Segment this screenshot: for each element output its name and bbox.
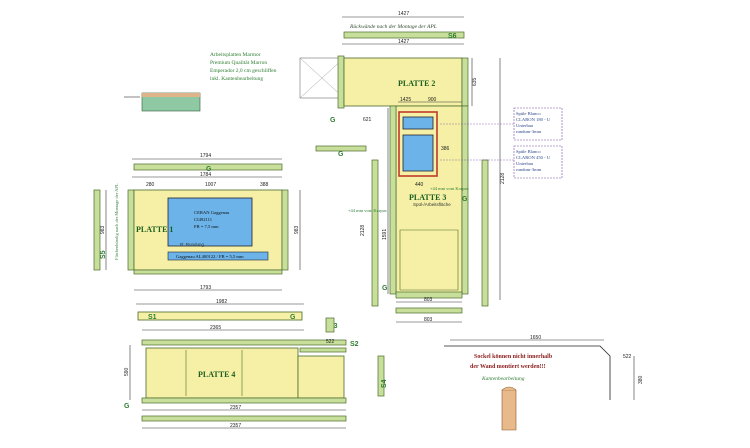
korpus-note-left: +44 mm vom Korpus [348, 208, 387, 213]
dim-1007: 1007 [205, 182, 216, 188]
dim-900: 900 [428, 97, 437, 103]
s1-label: S1 [148, 314, 157, 321]
sink-note-1-line-2: CLARON 180 - U [516, 117, 551, 122]
s6-label: S6 [448, 33, 457, 40]
dim-522-b: 522 [623, 354, 632, 360]
header-line-4: inkl. Kantenbearbeitung [210, 76, 263, 82]
plate4-extension [297, 355, 345, 399]
g-tag-p3-strip: G [338, 151, 344, 158]
backsplash-s6: 1427 Rückwände nach der Montage der APL … [342, 11, 465, 45]
plate-3: 1425 900 386 440 PLATTE 3 Spül-/Arbeitsf… [315, 58, 506, 323]
edge-profile-sample [124, 92, 201, 112]
sink-small [402, 116, 434, 130]
dim-1793: 1793 [200, 285, 211, 291]
sink-note-1-line-3: Unterbau [516, 123, 534, 128]
cooktop-line-1: CERAN Gaggenau [194, 210, 230, 215]
dim-1591: 1591 [382, 229, 388, 240]
cooktop-line-3: FB = 7,5 mm [194, 224, 219, 230]
plate2-label: PLATTE 2 [398, 79, 435, 88]
g-tag-p3-right: G [462, 196, 468, 203]
header-line-3: Emperador 2,0 cm geschliffen [210, 67, 277, 74]
dim-522-a: 522 [326, 339, 335, 345]
g-tag-p2-left: G [330, 117, 336, 124]
sink-note-2-line-2: CLARON 450 - U [516, 155, 551, 160]
downdraft-label: Gaggenau AL400122 / FB = 5,5 mm [176, 254, 244, 260]
plate-1: 1794 G 1784 280 1007 388 CERAN Gaggenau … [93, 153, 301, 291]
dim-2128-a: 2128 [360, 225, 366, 236]
dim-621: 621 [363, 117, 372, 123]
rundung-label: R: Rundung [180, 242, 205, 247]
strip-s1: 1982 S1 G [136, 299, 304, 321]
sink-note-1: Spüle Blanco CLARON 180 - U Unterbau run… [440, 107, 563, 141]
dim-380: 380 [638, 375, 644, 384]
dim-440: 440 [415, 182, 424, 188]
s2-label: S2 [350, 341, 359, 348]
plate4-body [145, 347, 299, 399]
dim-590: 590 [124, 367, 130, 376]
wall-note-left: Flächenbündig nach der Montage der APL [114, 183, 119, 260]
header-note: Arbeitsplatten Marmor Premium Qualität M… [210, 52, 277, 82]
dim-1427-second: 1427 [398, 39, 409, 45]
dim-388: 388 [260, 182, 269, 188]
dim-2357-a: 2357 [230, 405, 241, 411]
dim-2357-b: 2357 [230, 423, 241, 429]
dim-1982: 1982 [216, 299, 227, 305]
socket-warning: 1650 522 380 Sockel können nicht innerha… [444, 335, 644, 431]
edge-profile-detail [501, 389, 517, 431]
dim-803-b: 803 [424, 317, 433, 323]
sink-note-2-line-1: Spüle Blanco [516, 149, 541, 154]
header-line-2: Premium Qualität Marron [210, 60, 267, 66]
plate3-label: PLATTE 3 [409, 193, 446, 202]
dim-2365: 2365 [210, 325, 221, 331]
dim-1784: 1784 [200, 172, 211, 178]
g-tag-p4-left: G [124, 403, 130, 410]
dim-983-a: 983 [100, 225, 106, 234]
dim-1650: 1650 [530, 335, 541, 341]
korpus-note-right: +44 mm vom Korpus [430, 186, 469, 191]
g-tag-p1-top: G [206, 166, 212, 173]
plate1-label: PLATTE 1 [136, 225, 173, 234]
s6-strip [343, 31, 465, 39]
plate4-label: PLATTE 4 [198, 370, 235, 379]
dim-280: 280 [146, 182, 155, 188]
dim-635: 635 [472, 77, 478, 86]
sink-note-2-line-3: Unterbau [516, 161, 534, 166]
socket-warning-line-1: Sockel können nicht innerhalb [474, 354, 553, 360]
g-tag-s1: G [290, 314, 296, 321]
s4-label: S4 [381, 379, 388, 388]
sink-note-1-line-1: Spüle Blanco [516, 111, 541, 116]
dim-803-a: 803 [424, 297, 433, 303]
edge-note: Kantenbearbeitung [481, 376, 525, 382]
sink-note-1-line-4: rundum-3mm [516, 129, 542, 134]
plate3-sub: Spül-/Arbeitsfläche [413, 202, 451, 207]
cooktop [167, 197, 253, 247]
dim-983-b: 983 [294, 225, 300, 234]
downdraft-cutout [167, 251, 269, 261]
dim-2128-b: 2128 [500, 173, 506, 184]
cooktop-line-2: CI492111 [194, 217, 213, 222]
sink-note-2-line-4: rundum-3mm [516, 167, 542, 172]
backsplash-title: Rückwände nach der Montage der APL [349, 24, 437, 30]
plate-2: PLATTE 2 635 621 G [299, 55, 478, 124]
header-line-1: Arbeitsplatten Marmor [210, 52, 261, 58]
dim-386: 386 [441, 146, 450, 152]
dim-1794: 1794 [200, 153, 211, 159]
s5-label: S5 [100, 250, 107, 259]
dim-1425: 1425 [400, 97, 411, 103]
plate-4: 2365 PLATTE 4 2357 2357 590 522 S3 S4 S2… [124, 317, 388, 429]
sink-large [402, 134, 434, 172]
g-tag-p3-left: G [382, 285, 388, 292]
dim-1427-top: 1427 [398, 11, 409, 17]
socket-warning-line-2: der Wand montiert werden!!! [470, 364, 546, 370]
sink-note-2: Spüle Blanco CLARON 450 - U Unterbau run… [440, 145, 563, 179]
